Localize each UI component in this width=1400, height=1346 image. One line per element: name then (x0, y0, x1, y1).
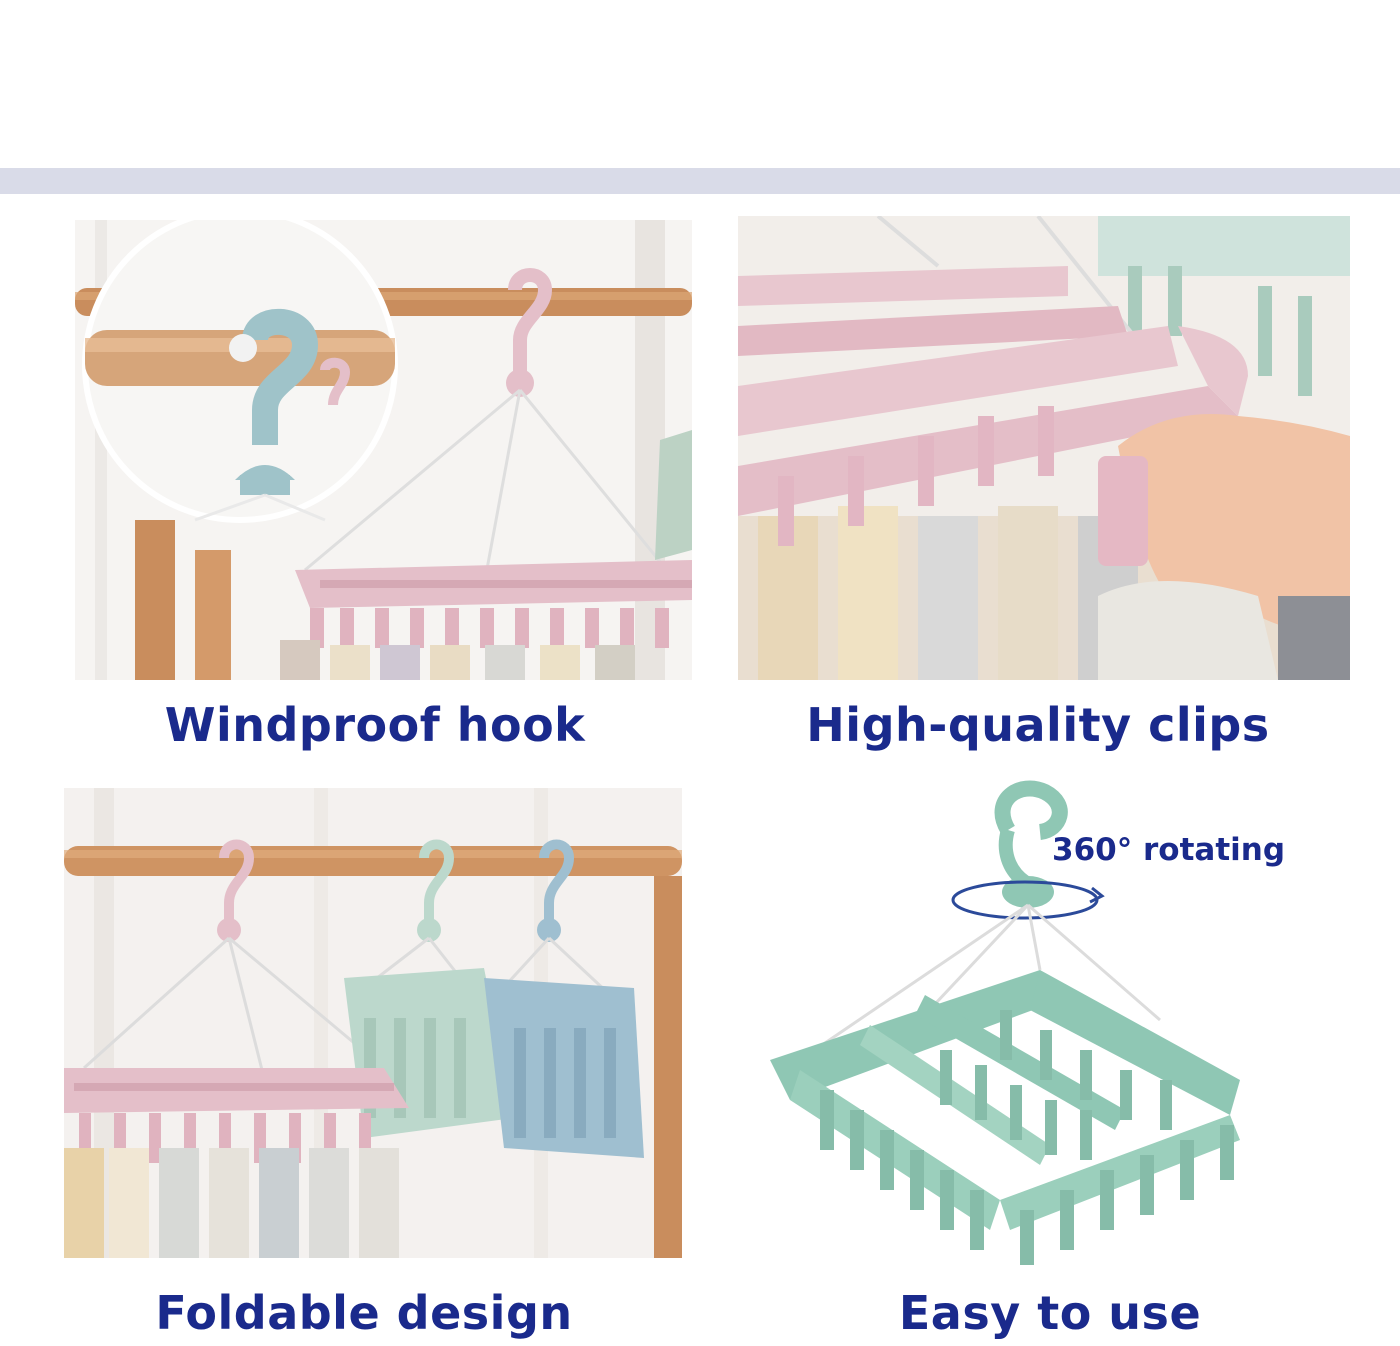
foldable-design-photo (64, 788, 682, 1258)
caption-windproof-hook: Windproof hook (164, 698, 586, 752)
rotation-annotation: 360° rotating (1052, 832, 1286, 868)
windproof-hook-photo (75, 220, 692, 680)
high-quality-clips-photo (738, 216, 1350, 680)
caption-easy-to-use: Easy to use (898, 1286, 1202, 1340)
caption-foldable-design: Foldable design (155, 1286, 573, 1340)
easy-to-use-photo (740, 770, 1300, 1270)
caption-high-quality-clips: High-quality clips (806, 698, 1270, 752)
section-divider (0, 168, 1400, 194)
